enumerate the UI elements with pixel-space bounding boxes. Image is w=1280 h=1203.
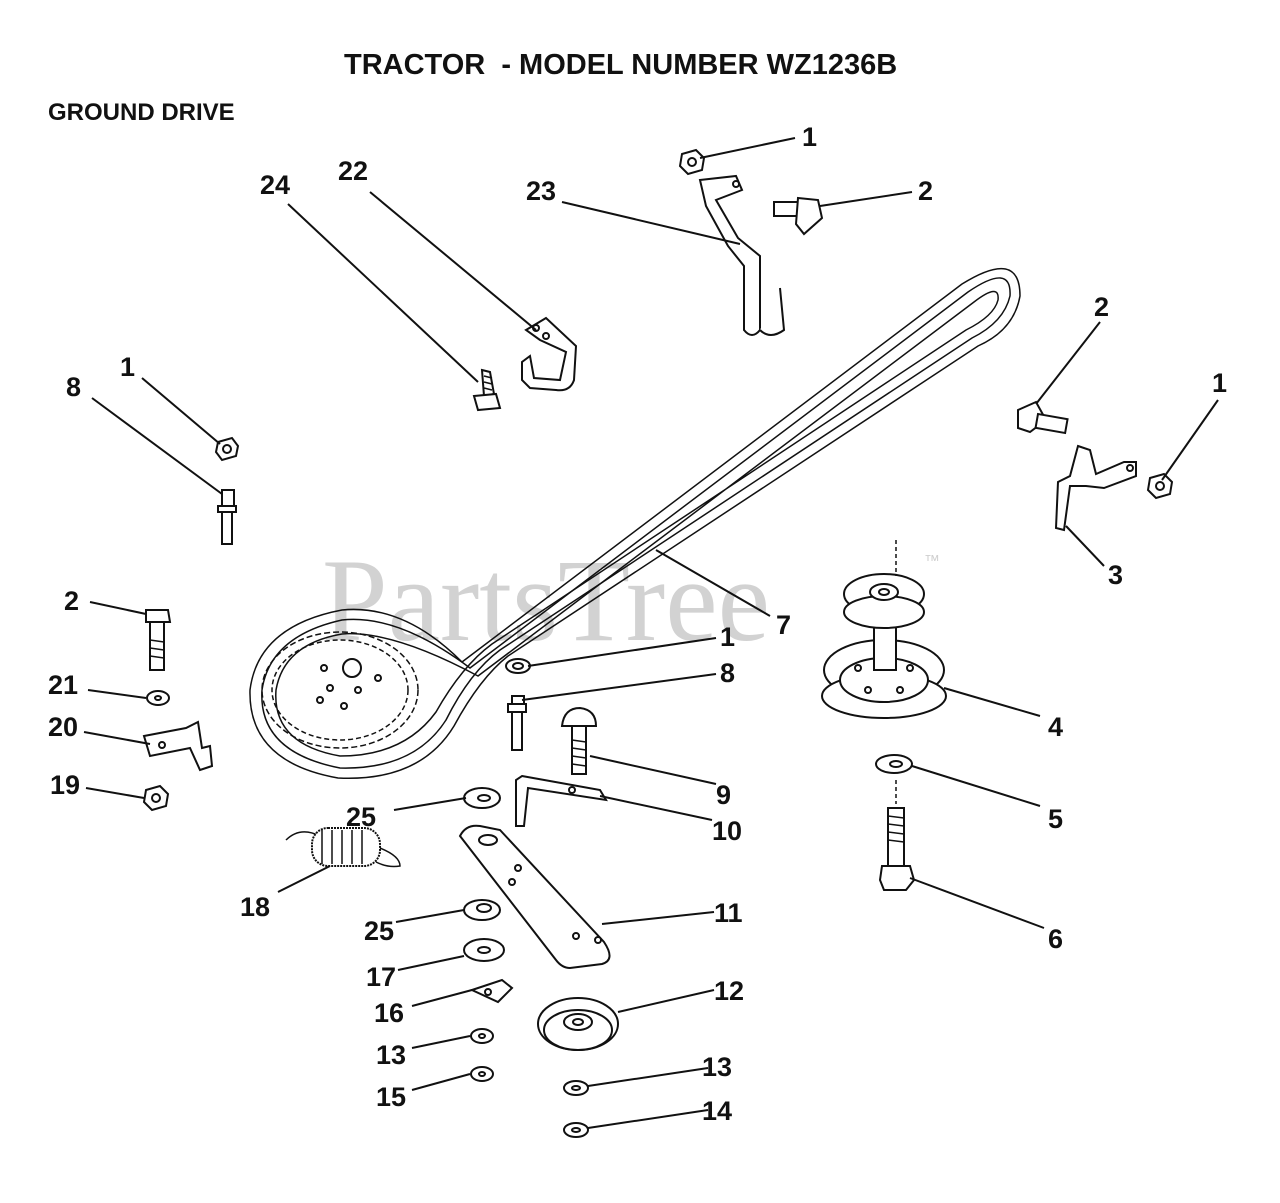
engine-pulley[interactable] [821,540,947,719]
bolt-right[interactable] [1017,400,1069,435]
clip-16[interactable] [469,978,514,1004]
callout-label: 15 [376,1082,406,1112]
callout-label: 16 [374,998,404,1028]
callout-label: 6 [1048,924,1063,954]
callout-label: 7 [776,610,791,640]
hex-nut-left[interactable] [214,436,240,462]
callout-label: 4 [1048,712,1063,742]
callout-label: 25 [346,802,376,832]
callout-labels: 1 2 23 24 22 2 1 8 1 3 2 7 1 8 4 21 20 9… [48,122,1227,1126]
callout-label: 13 [702,1052,732,1082]
bolt-top[interactable] [773,196,824,236]
watermark-trademark: ™ [924,553,940,570]
leader-lines [83,137,1219,1129]
idler-arm-11[interactable] [458,824,611,970]
carriage-bolt-9[interactable] [560,706,598,775]
washer-13-right[interactable] [563,1080,589,1096]
callout-label: 17 [366,962,396,992]
washer-5[interactable] [875,754,913,774]
washer-13-left[interactable] [470,1028,494,1044]
drive-belt[interactable] [249,267,1021,779]
bracket-20[interactable] [142,720,214,772]
belt-guide-22[interactable] [521,316,578,392]
callout-label: 13 [376,1040,406,1070]
hex-nut-right[interactable] [1146,472,1174,500]
belt-guide-right[interactable] [1054,444,1137,532]
idler-bracket-10[interactable] [515,774,608,827]
belt-guide-upper[interactable] [698,174,786,336]
callout-label: 3 [1108,560,1123,590]
hex-nut-top[interactable] [678,148,706,176]
hex-nut-19[interactable] [142,784,170,812]
callout-label: 12 [714,976,744,1006]
stud-center[interactable] [507,695,527,751]
callout-label: 2 [1094,292,1109,322]
callout-label: 9 [716,780,731,810]
transaxle-pulley[interactable] [261,631,419,749]
callout-label: 1 [802,122,817,152]
callout-label: 14 [702,1096,732,1126]
callout-label: 25 [364,916,394,946]
nut-15[interactable] [470,1066,494,1082]
callout-label: 1 [1212,368,1227,398]
bolt-left-lower[interactable] [145,609,172,671]
bushing-25-upper[interactable] [463,787,501,809]
spring-18[interactable] [285,827,401,868]
bolt-6[interactable] [878,780,916,891]
callout-label: 5 [1048,804,1063,834]
stud-left[interactable] [217,489,237,545]
callout-label: 8 [720,658,735,688]
nut-14[interactable] [563,1122,589,1138]
callout-label: 24 [260,170,290,200]
washer-17[interactable] [463,938,505,962]
screw-24[interactable] [472,368,502,412]
callout-label: 8 [66,372,81,402]
callout-label: 11 [714,898,743,928]
callout-label: 18 [240,892,270,922]
callout-label: 2 [64,586,79,616]
washer-21[interactable] [146,690,170,706]
watermark: PartsTree [322,535,770,666]
diagram-title: TRACTOR - MODEL NUMBER WZ1236B [344,49,897,81]
callout-label: 23 [526,176,556,206]
hex-nut-center[interactable] [505,658,531,674]
section-heading: GROUND DRIVE [48,99,235,126]
bushing-25-lower[interactable] [463,899,501,921]
callout-label: 1 [120,352,135,382]
callout-label: 22 [338,156,368,186]
callout-label: 1 [720,622,735,652]
callout-label: 21 [48,670,78,700]
callout-label: 2 [918,176,933,206]
callout-label: 19 [50,770,80,800]
callout-label: 10 [712,816,742,846]
flat-idler-12[interactable] [537,997,619,1051]
callout-label: 20 [48,712,78,742]
